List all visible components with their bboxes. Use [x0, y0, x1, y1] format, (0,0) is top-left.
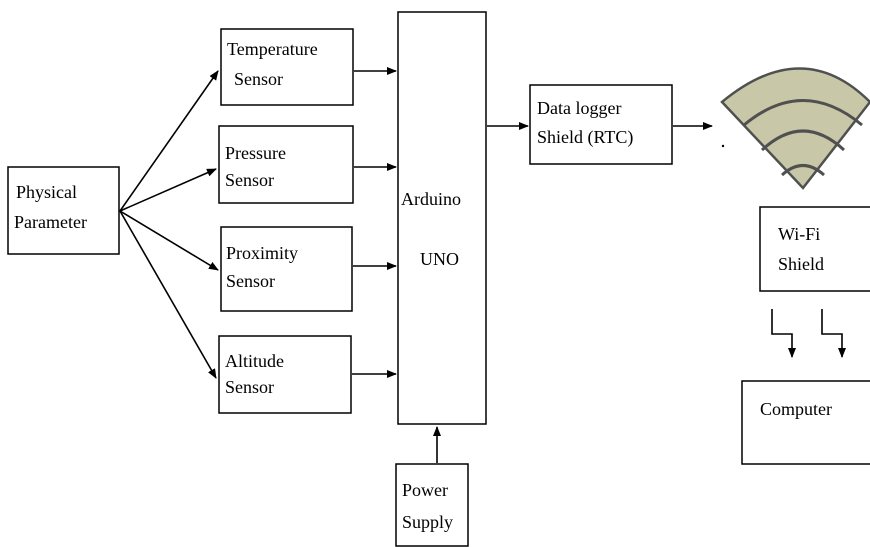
temperature-sensor-label-line1: Temperature [227, 39, 318, 59]
pressure-sensor-label-line2: Sensor [225, 170, 274, 190]
connector-physical-to-altitude [119, 210, 217, 379]
arduino-uno-label-line2: UNO [420, 249, 459, 269]
power-supply-label-line1: Power [402, 480, 448, 500]
power-supply-label-line2: Supply [402, 512, 453, 532]
connector-wifi-to-computer-left [771, 309, 796, 358]
data-logger-shield-label-line2: Shield (RTC) [537, 127, 633, 148]
connector-datalogger-to-wifi [673, 122, 725, 148]
physical-parameter-block: Physical Parameter [7, 166, 120, 255]
data-logger-shield-block: Data logger Shield (RTC) [529, 84, 673, 165]
wifi-shield-label-line1: Wi-Fi [778, 224, 820, 244]
pressure-sensor-block: Pressure Sensor [218, 125, 354, 204]
pressure-sensor-label-line1: Pressure [225, 143, 286, 163]
altitude-sensor-block: Altitude Sensor [218, 335, 352, 414]
connector-physical-to-temperature [119, 70, 219, 212]
wifi-shield-block: Wi-Fi Shield [759, 206, 870, 292]
temperature-sensor-label-line2: Sensor [234, 69, 283, 89]
proximity-sensor-label-line1: Proximity [226, 243, 298, 263]
proximity-sensor-block: Proximity Sensor [220, 226, 353, 312]
power-supply-block: Power Supply [395, 463, 469, 547]
proximity-sensor-label-line2: Sensor [226, 271, 275, 291]
wifi-shield-label-line2: Shield [778, 254, 824, 274]
arduino-uno-label-line1: Arduino [401, 189, 461, 209]
computer-block: Computer [741, 380, 870, 465]
altitude-sensor-label-line2: Sensor [225, 377, 274, 397]
temperature-sensor-block: Temperature Sensor [220, 28, 354, 106]
wifi-signal-icon [720, 67, 870, 190]
data-logger-shield-label-line1: Data logger [537, 98, 621, 118]
physical-parameter-label-line2: Parameter [14, 212, 87, 232]
connector-physical-to-proximity [119, 210, 219, 271]
altitude-sensor-label-line1: Altitude [225, 351, 284, 371]
physical-parameter-label-line1: Physical [16, 182, 77, 202]
connector-wifi-to-computer-right [821, 309, 846, 358]
computer-label: Computer [760, 399, 832, 419]
arduino-uno-block: Arduino UNO [397, 11, 487, 425]
connector-physical-to-pressure [119, 168, 217, 212]
